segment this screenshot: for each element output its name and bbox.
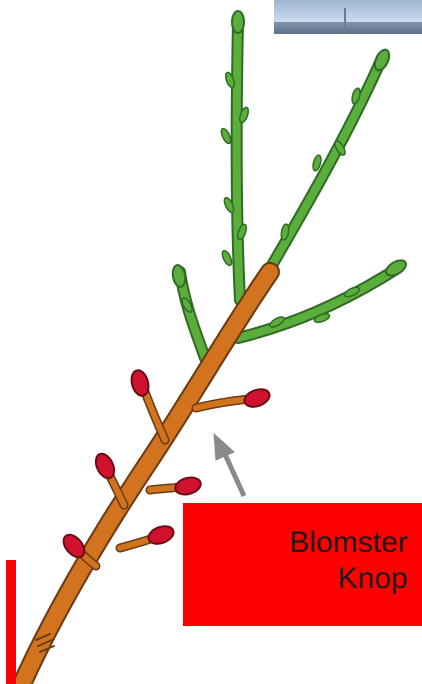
flower-bud [242,386,272,410]
leaf-bud [220,249,233,266]
red-box-fragment-gap [0,560,6,684]
flower-bud [173,475,202,497]
green-side-buds [180,71,361,329]
flower-bud-label: Blomster Knop [183,503,422,626]
leaf-bud [383,257,408,278]
label-line-1: Blomster [183,525,408,561]
leaf-bud [232,11,244,33]
green-shoots [180,22,398,358]
leaf-bud [219,127,232,144]
leaf-bud [372,47,392,72]
leaf-bud [171,264,187,288]
green-terminal-buds [171,11,408,288]
label-line-2: Knop [183,561,408,597]
arrow-icon [214,434,244,496]
